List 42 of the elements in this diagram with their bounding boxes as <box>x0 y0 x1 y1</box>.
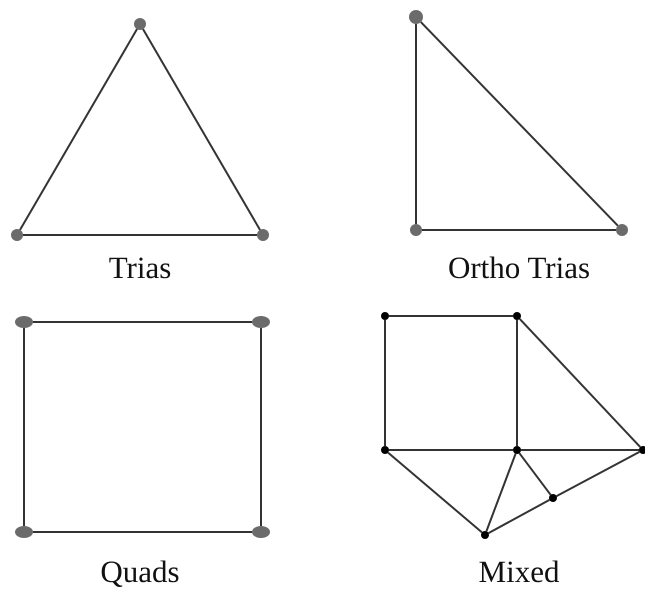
mesh-edge <box>389 315 513 317</box>
mesh-vertex <box>257 229 269 241</box>
mesh-edge <box>23 328 25 526</box>
mesh-edge <box>415 24 417 224</box>
mesh-edge <box>516 320 518 446</box>
mesh-vertex <box>513 446 521 454</box>
mesh-vertex <box>11 229 23 241</box>
mesh-edge <box>518 452 552 496</box>
mesh-vertex <box>549 494 557 502</box>
mesh-edge <box>384 320 386 446</box>
mesh-edge <box>488 499 550 534</box>
mesh-edge <box>19 28 138 230</box>
mesh-vertex <box>381 446 389 454</box>
caption-label: Trias <box>108 252 172 283</box>
mesh-vertex <box>616 224 628 236</box>
mesh-vertex <box>15 526 33 538</box>
mesh-vertex <box>134 18 146 30</box>
mesh-edge <box>23 234 257 236</box>
caption-label: Ortho Trias <box>448 252 590 283</box>
mesh-vertex <box>410 224 422 236</box>
mesh-edge <box>485 453 517 532</box>
mesh-vertex <box>481 531 489 539</box>
mesh-vertex <box>639 446 645 454</box>
mesh-edge <box>521 449 639 451</box>
mesh-edge <box>142 28 261 230</box>
caption-label: Quads <box>100 556 180 587</box>
mesh-edge <box>420 21 619 226</box>
mesh-vertex <box>252 526 270 538</box>
mesh-edge <box>556 451 640 497</box>
mesh-edge <box>389 449 513 451</box>
caption-label: Mixed <box>478 556 560 587</box>
mesh-vertex <box>381 312 389 320</box>
mesh-edge <box>387 452 483 534</box>
mesh-edge <box>33 531 252 533</box>
mesh-vertex <box>409 10 423 24</box>
mesh-edge <box>422 229 616 231</box>
mesh-vertex <box>513 312 521 320</box>
mesh-edge <box>260 328 262 526</box>
mesh-edge <box>519 318 641 448</box>
mesh-vertex <box>252 316 270 328</box>
mesh-edge <box>33 321 252 323</box>
mesh-vertex <box>15 316 33 328</box>
